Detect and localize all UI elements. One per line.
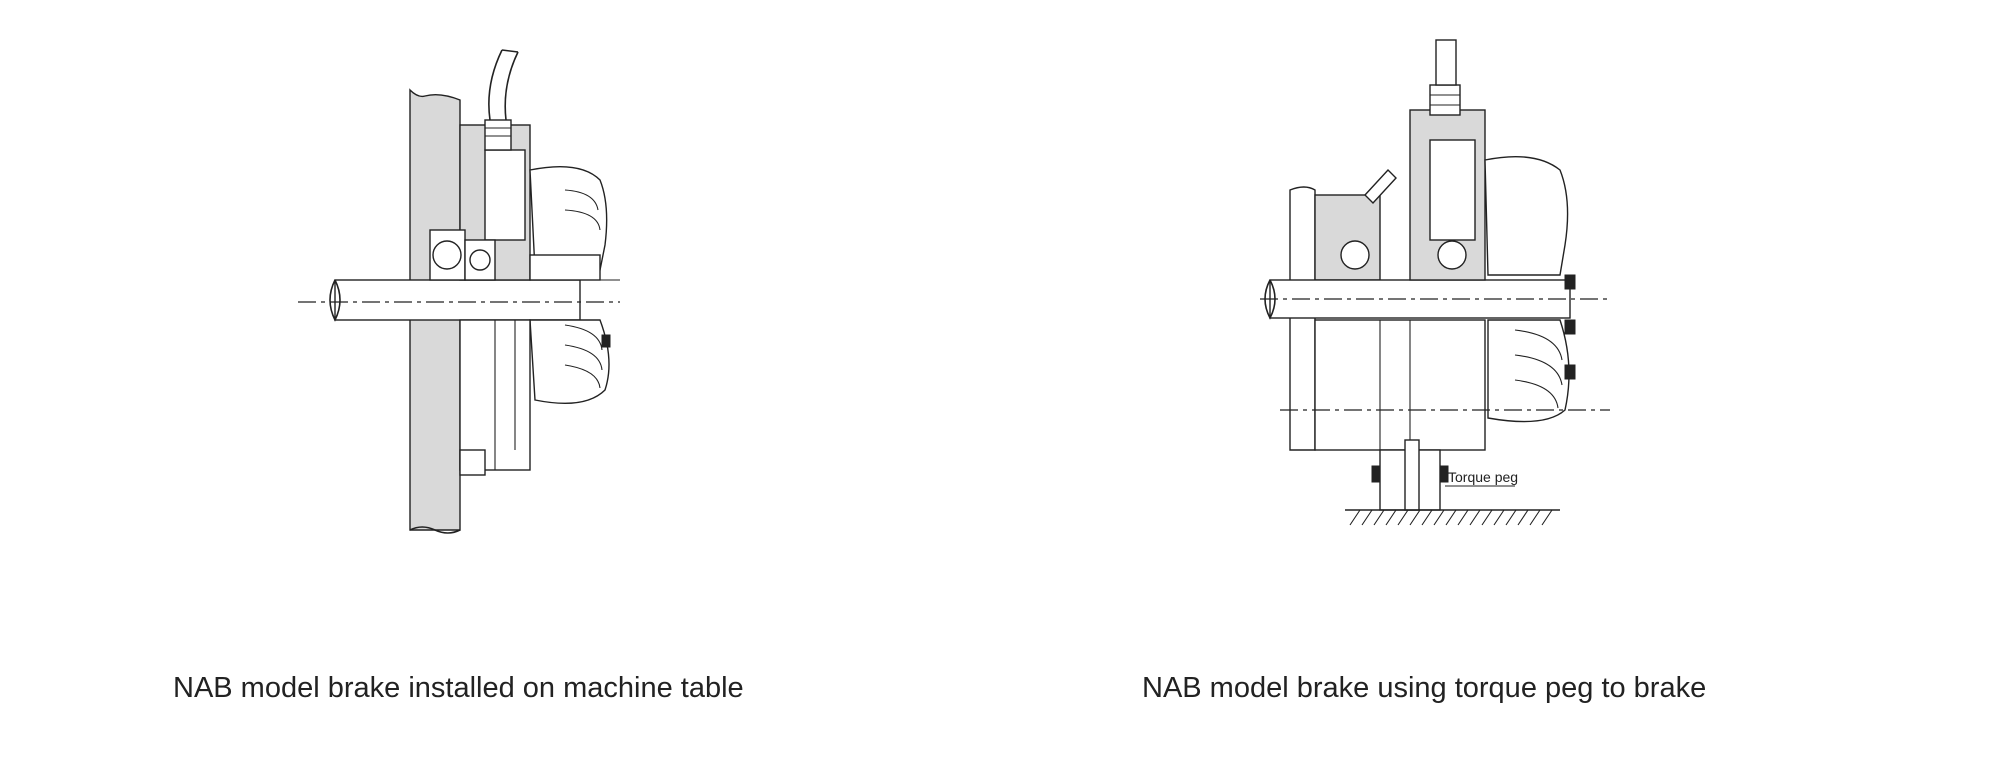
bolt-low bbox=[1564, 364, 1576, 380]
shaft bbox=[334, 279, 581, 321]
bolt-mid bbox=[1564, 319, 1576, 335]
figure-brake-with-torque-peg: Torque peg bbox=[1260, 30, 1640, 570]
cover-ribs-top bbox=[564, 189, 601, 231]
brake-cover-lower bbox=[529, 319, 610, 405]
cover-ribs bbox=[564, 324, 603, 389]
air-fitting bbox=[484, 119, 512, 151]
hose-end bbox=[501, 49, 519, 53]
bolt-top bbox=[1564, 274, 1576, 290]
brake-housing-lower bbox=[1314, 319, 1486, 451]
caption-right: NAB model brake using torque peg to brak… bbox=[1142, 672, 1707, 704]
brake-cover-upper bbox=[1484, 155, 1569, 276]
shaft-break bbox=[1264, 279, 1276, 320]
brake-cover-lower bbox=[1487, 319, 1570, 423]
shaft-break bbox=[329, 279, 341, 322]
air-fitting bbox=[1429, 84, 1461, 116]
left-bearing-ball bbox=[1340, 240, 1370, 270]
set-screw bbox=[601, 334, 611, 348]
caption-left: NAB model brake installed on machine tab… bbox=[173, 672, 744, 704]
bearing-ball-2 bbox=[469, 249, 491, 271]
shaft-nut bbox=[529, 254, 601, 281]
cover-ribs bbox=[1514, 329, 1563, 409]
piston-chamber bbox=[484, 149, 526, 241]
ground-hatching bbox=[1349, 509, 1553, 526]
air-hose bbox=[1435, 39, 1457, 86]
drawing-brake-with-torque-peg: Torque peg bbox=[1260, 39, 1610, 526]
air-hose bbox=[488, 49, 519, 121]
bearing-ball bbox=[1437, 240, 1467, 270]
bolt-head bbox=[459, 449, 486, 476]
torque-peg-pin bbox=[1404, 439, 1420, 511]
bearing-ball bbox=[432, 240, 462, 270]
figure-brake-on-machine-table bbox=[280, 30, 660, 550]
piston-chamber bbox=[1429, 139, 1476, 241]
peg-bolt-right bbox=[1439, 465, 1449, 483]
peg-bolt-left bbox=[1371, 465, 1381, 483]
brake-cover-upper bbox=[529, 165, 608, 271]
grease-fitting bbox=[1364, 168, 1397, 205]
table-break-line bbox=[409, 526, 461, 534]
drawing-brake-on-machine-table bbox=[298, 49, 620, 534]
torque-peg-label: Torque peg bbox=[1448, 469, 1518, 485]
